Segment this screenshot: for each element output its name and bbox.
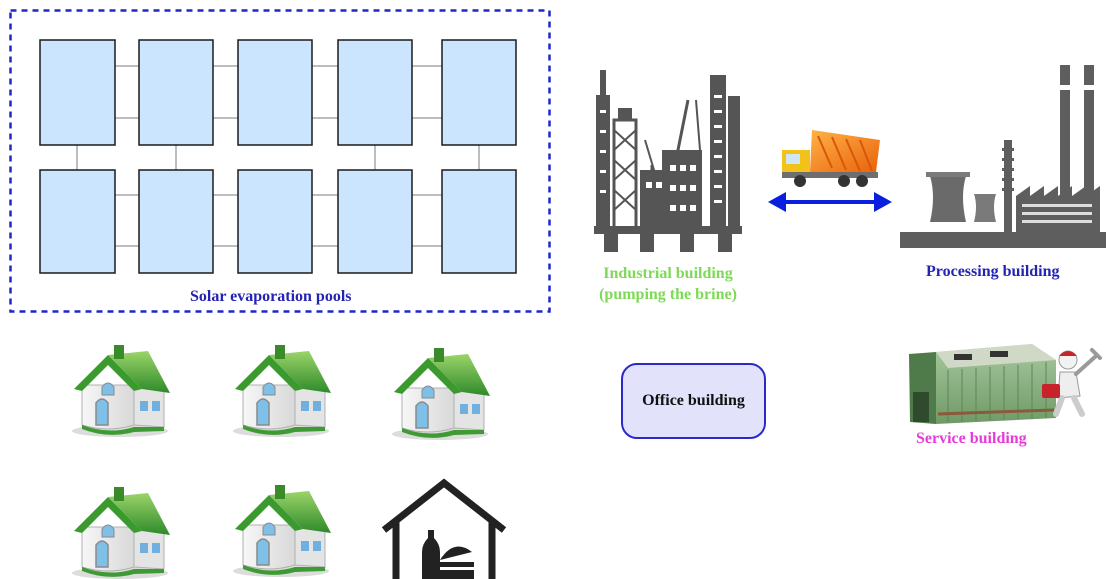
pool-connectors [76,65,480,247]
house-icon [232,344,332,438]
industrial-building-label: Industrial building (pumping the brine) [586,263,750,305]
industrial-tower-icon [594,70,742,252]
restaurant-icon [381,478,507,579]
pool [337,169,413,274]
pools-area-border [9,9,551,313]
double-arrow-icon [768,192,892,212]
industrial-label-line2: (pumping the brine) [599,286,737,303]
dump-truck-icon [782,130,880,187]
industrial-label-line1: Industrial building [603,265,733,282]
pool [237,169,313,274]
pool [39,169,116,274]
house-icon [71,486,171,579]
pool-grid [39,39,517,274]
pool [138,169,214,274]
office-building-label: Office building [642,392,745,409]
pool [138,39,214,146]
pool [237,39,313,146]
house-icon [232,484,332,578]
pool [337,39,413,146]
pool [441,39,517,146]
pools-label: Solar evaporation pools [190,288,352,305]
office-building-box: Office building [621,363,766,439]
house-icon [391,347,491,441]
mechanic-icon [1042,348,1102,417]
pool [441,169,517,274]
service-building-label: Service building [916,430,1027,447]
processing-building-label: Processing building [926,263,1060,280]
warehouse-icon [909,344,1056,424]
factory-icon [900,65,1106,248]
pool [39,39,116,146]
house-icon [71,344,171,438]
